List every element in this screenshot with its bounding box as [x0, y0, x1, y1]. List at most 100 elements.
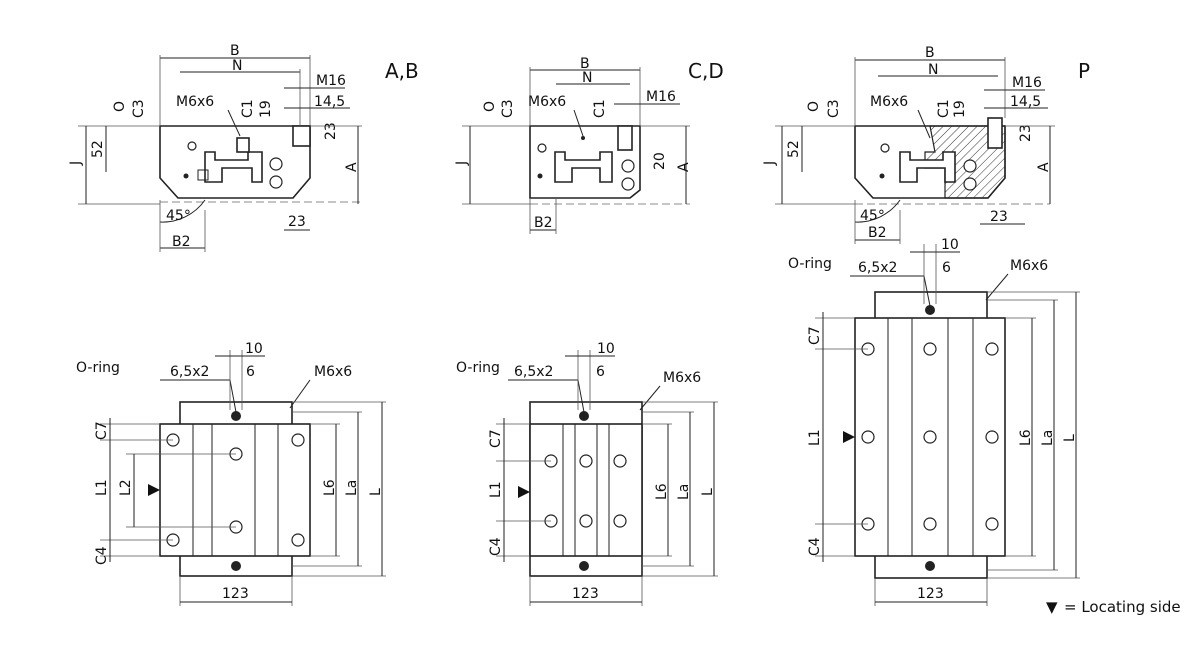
dim-123: 123	[222, 586, 249, 602]
dim-c3: C3	[131, 99, 147, 118]
mounting-hole	[579, 514, 593, 528]
section-view-p: P B N M16 14,5 M6x6 O C3 C1 19 23 J 52	[762, 45, 1090, 244]
dim-23-vert: 23	[323, 122, 339, 140]
dim-l1: L1	[807, 429, 823, 446]
dim-la: La	[1040, 430, 1056, 446]
lube-hole	[880, 143, 890, 153]
o-ring-port	[579, 561, 589, 571]
dim-angle: 45°	[860, 208, 885, 224]
dim-b2: B2	[172, 234, 191, 250]
dim-l: L	[700, 488, 716, 496]
dim-n: N	[928, 62, 938, 78]
legend: ▼ = Locating side	[1046, 598, 1181, 616]
m16-thread-bore	[292, 125, 311, 147]
dim-c3: C3	[826, 99, 842, 118]
o-ring-port	[579, 411, 589, 421]
dim-23-horz: 23	[990, 209, 1008, 225]
locating-mark	[879, 173, 885, 179]
o-ring-label: O-ring	[788, 256, 832, 272]
o-ring-label: O-ring	[76, 360, 120, 376]
dim-c3: C3	[500, 99, 516, 118]
dim-a: A	[1036, 162, 1052, 172]
dim-j: J	[68, 161, 84, 166]
dim-c4: C4	[488, 537, 504, 556]
plan-view-ab: O-ring 6,5x2 10 6 M6x6 C7 L1 C4 L2 L6 La…	[76, 341, 386, 606]
dim-la: La	[676, 484, 692, 500]
dim-c7: C7	[94, 421, 110, 440]
dim-c1: C1	[936, 99, 952, 118]
o-ring-port	[925, 561, 935, 571]
dim-angle: 45°	[166, 208, 191, 224]
dim-123: 123	[572, 586, 599, 602]
o-ring-port	[231, 561, 241, 571]
dim-52: 52	[90, 140, 106, 158]
mounting-hole	[291, 433, 305, 447]
dim-m6x6: M6x6	[314, 364, 352, 380]
dim-20: 20	[652, 152, 668, 170]
dim-n: N	[582, 70, 592, 86]
dim-23-horz: 23	[288, 214, 306, 230]
o-ring-label: O-ring	[456, 360, 500, 376]
m16-thread-bore	[617, 125, 633, 151]
variant-title: A,B	[385, 59, 419, 83]
dim-10: 10	[597, 341, 615, 357]
roller	[621, 177, 635, 191]
dim-10: 10	[941, 237, 959, 253]
dim-c1: C1	[240, 99, 256, 118]
dim-a: A	[676, 162, 692, 172]
carriage-plan	[159, 423, 311, 557]
roller	[963, 177, 977, 191]
dim-o: O	[112, 101, 128, 112]
variant-title: P	[1078, 59, 1090, 83]
o-ring-port	[231, 411, 241, 421]
lube-hole	[537, 143, 547, 153]
dim-c4: C4	[807, 537, 823, 556]
variant-title: C,D	[688, 59, 724, 83]
plan-view-p: O-ring 6,5x2 10 6 M6x6 C7 L1 C4 L6 La L …	[788, 237, 1080, 606]
mounting-hole	[613, 454, 627, 468]
dim-a: A	[344, 162, 360, 172]
carriage-plan	[529, 423, 643, 557]
mounting-hole	[291, 533, 305, 547]
dim-m16: M16	[646, 89, 676, 105]
mounting-hole	[923, 342, 937, 356]
dim-l: L	[1062, 434, 1078, 442]
mounting-hole	[613, 514, 627, 528]
mounting-hole	[985, 517, 999, 531]
dim-la: La	[344, 480, 360, 496]
dim-b: B	[580, 56, 590, 72]
plan-view-cd: O-ring 6,5x2 10 6 M6x6 C7 L1 C4 L6 La L …	[456, 341, 718, 606]
dim-o: O	[482, 101, 498, 112]
rail-cutout	[204, 151, 263, 183]
dim-m6x6: M6x6	[176, 94, 214, 110]
o-ring-port	[925, 305, 935, 315]
mounting-hole	[579, 454, 593, 468]
dim-m16: M16	[316, 73, 346, 89]
dim-6-5x2: 6,5x2	[858, 260, 897, 276]
section-view-cd: C,D B N M16 M6x6 O C3 C1 20 J A B2	[454, 56, 724, 234]
dim-23-vert: 23	[1018, 124, 1034, 142]
rail-cutout	[554, 151, 613, 183]
dim-m16: M16	[1012, 75, 1042, 91]
m6-port	[236, 137, 250, 153]
m6-port	[581, 136, 585, 140]
section-view-ab: A,B B N M16 14,5 M6x6 O C3 C1 19 23	[68, 43, 419, 252]
dim-l6: L6	[322, 479, 338, 496]
dim-6-5x2: 6,5x2	[514, 364, 553, 380]
mounting-hole	[861, 430, 875, 444]
dim-l2: L2	[118, 479, 134, 496]
roller	[269, 157, 283, 171]
dim-52: 52	[786, 140, 802, 158]
mounting-hole	[923, 430, 937, 444]
dim-c7: C7	[807, 326, 823, 345]
dim-6: 6	[596, 364, 605, 380]
locating-mark	[537, 173, 543, 179]
dim-c7: C7	[488, 429, 504, 448]
dim-l1: L1	[488, 481, 504, 498]
locating-side-symbol: ▼	[1046, 598, 1058, 616]
mounting-hole	[985, 430, 999, 444]
dim-m6x6: M6x6	[528, 94, 566, 110]
rail-cutout	[899, 151, 956, 183]
lube-hole	[187, 141, 197, 151]
